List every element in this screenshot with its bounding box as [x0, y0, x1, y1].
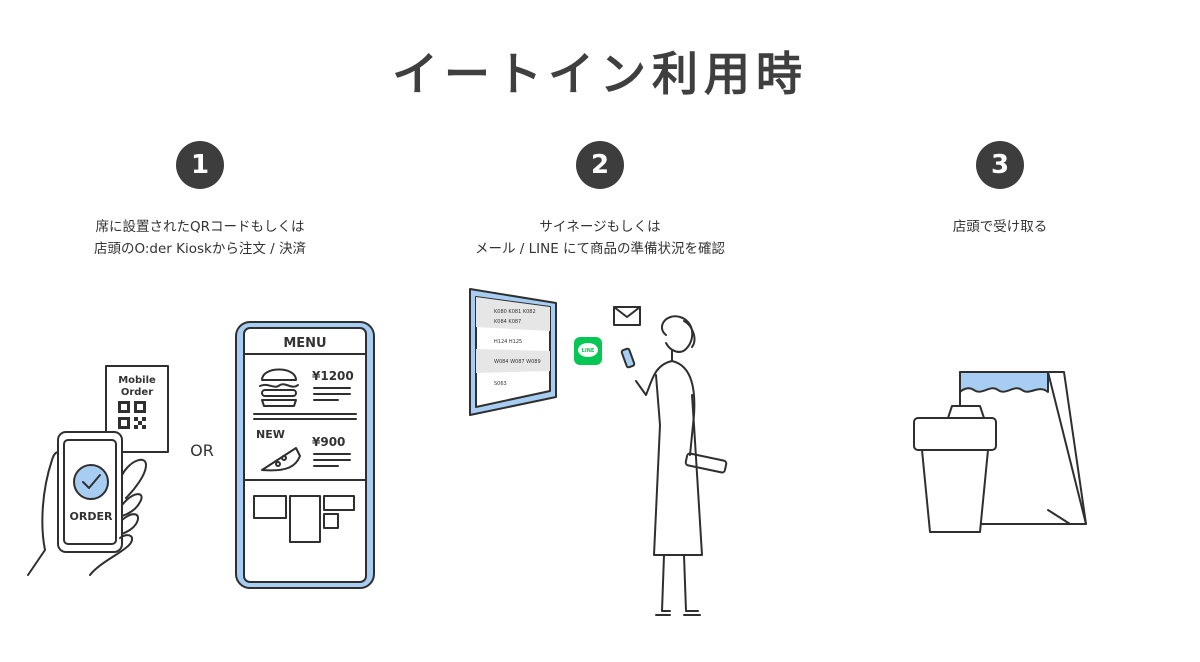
page-title: イートイン利用時: [392, 47, 808, 101]
order-button-label: ORDER: [70, 510, 113, 523]
kiosk-item2-price: ¥900: [312, 435, 345, 449]
drink-cup-icon: [913, 405, 997, 533]
line-app-icon: LINE: [574, 337, 602, 365]
step-3-number: 3: [976, 141, 1024, 189]
signage-row-3: H124 H125: [494, 339, 522, 345]
step-3-line-1: 店頭で受け取る: [952, 219, 1048, 235]
signage-row-5: S063: [494, 381, 507, 387]
step-2-line-2: メール / LINE にて商品の準備状況を確認: [474, 241, 726, 257]
phone-in-hand: ORDER: [27, 431, 147, 576]
pizza-icon: [261, 447, 301, 472]
step-1-number: 1: [176, 141, 224, 189]
line-badge-label: LINE: [582, 348, 595, 354]
kiosk-new-badge: NEW: [256, 428, 285, 441]
step-1-line-2: 店頭のO:der Kioskから注文 / 決済: [94, 241, 306, 257]
step-1-line-1: 席に設置されたQRコードもしくは: [95, 219, 305, 235]
mail-icon: [613, 306, 641, 326]
burger-icon: [259, 368, 299, 407]
signage-row-2: K084 K087: [494, 319, 521, 325]
step-1-illustration: Mobile Order ORDER OR: [27, 321, 375, 589]
step-2-description: サイネージもしくは メール / LINE にて商品の準備状況を確認: [420, 216, 780, 260]
mobile-order-label-1: Mobile: [118, 375, 156, 386]
qr-code-icon: [118, 401, 146, 429]
signage-row-1: K080 K081 K082: [494, 309, 536, 315]
signage-row-4: W084 W087 W089: [494, 359, 541, 365]
step-1-description: 席に設置されたQRコードもしくは 店頭のO:der Kioskから注文 / 決済: [20, 216, 380, 260]
or-label: OR: [190, 441, 214, 460]
woman-figure: [620, 315, 728, 616]
step-2-illustration: K080 K081 K082 K084 K087 H124 H125 W084 …: [469, 288, 728, 616]
step-3-illustration: [913, 371, 1087, 533]
mobile-order-label-2: Order: [121, 387, 153, 398]
step-2-line-1: サイネージもしくは: [539, 219, 661, 235]
signage-display: K080 K081 K082 K084 K087 H124 H125 W084 …: [469, 288, 557, 416]
step-3-description: 店頭で受け取る: [820, 216, 1180, 238]
kiosk-menu-header: MENU: [283, 336, 326, 351]
order-kiosk: MENU ¥1200 NEW ¥900: [235, 321, 375, 589]
kiosk-item1-price: ¥1200: [312, 369, 354, 383]
step-2-number: 2: [576, 141, 624, 189]
